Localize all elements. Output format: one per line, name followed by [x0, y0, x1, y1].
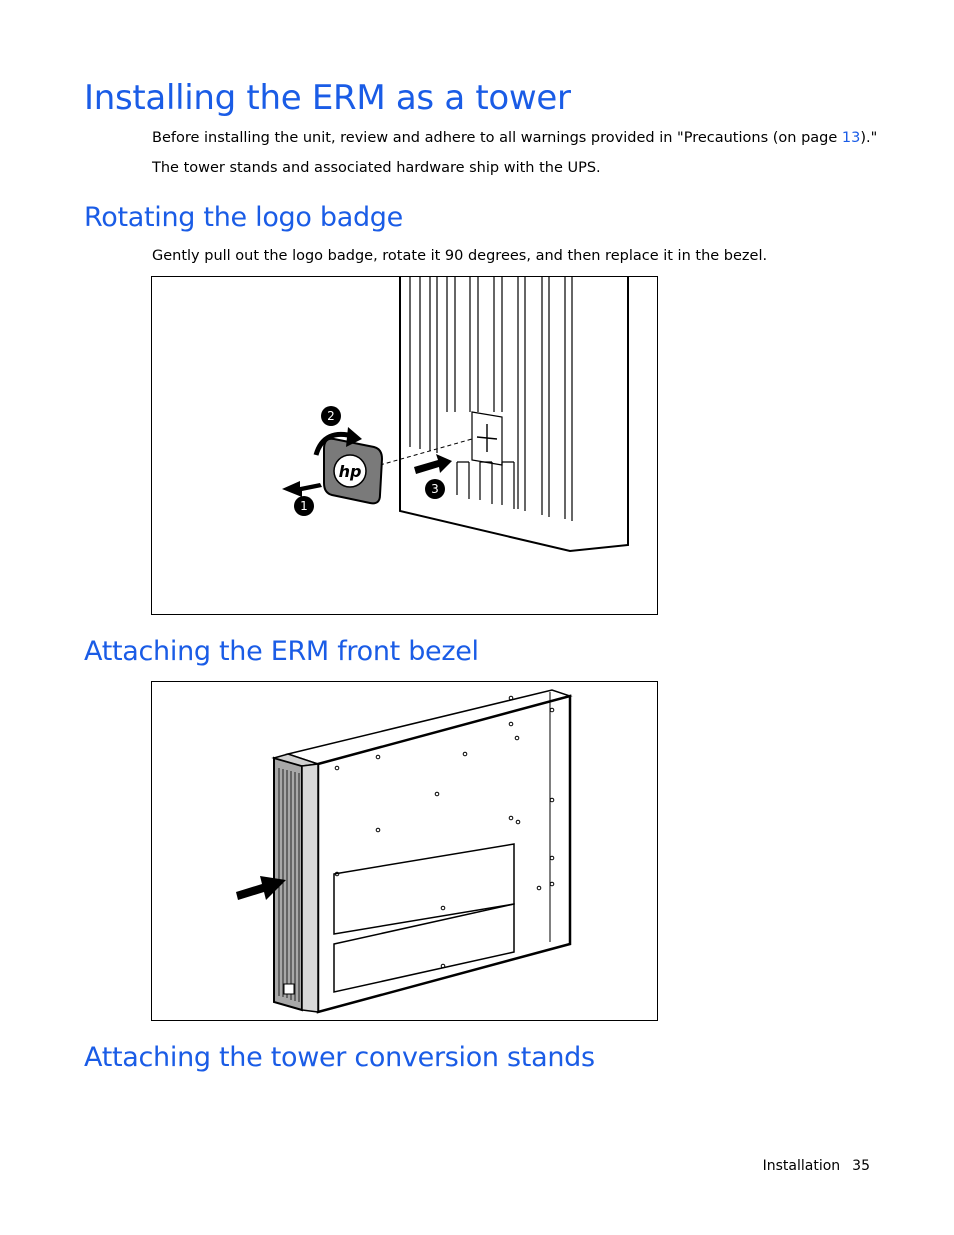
callout-1: 1	[294, 496, 314, 516]
svg-text:2: 2	[327, 409, 335, 423]
svg-text:3: 3	[431, 482, 439, 496]
footer-section-name: Installation	[762, 1158, 841, 1174]
page-title: Installing the ERM as a tower	[84, 78, 571, 118]
figure-rotate-logo-badge: hp 1 2 3	[151, 276, 658, 615]
screw-holes	[334, 695, 555, 969]
rotate-logo-instructions: Gently pull out the logo badge, rotate i…	[152, 248, 768, 264]
push-arrow-icon	[236, 876, 286, 900]
svg-text:1: 1	[300, 499, 308, 513]
footer-page-number: 35	[852, 1158, 870, 1174]
front-bezel-illustration	[236, 689, 573, 1014]
callout-3: 3	[425, 479, 445, 499]
bezel-vents	[409, 277, 573, 521]
insert-arrow-icon	[414, 454, 452, 474]
pull-arrow-icon	[282, 481, 322, 497]
badge-slot	[471, 411, 503, 466]
figure-attach-front-bezel	[151, 681, 658, 1021]
opening-bottom	[333, 903, 515, 993]
logo-badge: hp	[323, 437, 384, 505]
bezel-slots	[278, 768, 300, 1002]
section-heading-tower-stands: Attaching the tower conversion stands	[84, 1042, 595, 1073]
bezel-logo-badge	[283, 983, 295, 995]
logo-badge-illustration: hp 1 2 3	[282, 277, 629, 553]
page-footer: Installation 35	[700, 1158, 870, 1174]
svg-text:hp: hp	[339, 462, 362, 481]
precautions-page-link[interactable]: 13	[841, 130, 861, 146]
intro-text-after: )."	[860, 130, 878, 146]
section-heading-front-bezel: Attaching the ERM front bezel	[84, 636, 479, 667]
intro-text-before: Before installing the unit, review and a…	[152, 130, 842, 146]
intro-paragraph: Before installing the unit, review and a…	[152, 130, 877, 146]
section-heading-rotate-logo: Rotating the logo badge	[84, 202, 403, 233]
bezel-outline	[399, 277, 629, 553]
intro-paragraph-2: The tower stands and associated hardware…	[152, 160, 601, 176]
callout-2: 2	[321, 406, 341, 426]
